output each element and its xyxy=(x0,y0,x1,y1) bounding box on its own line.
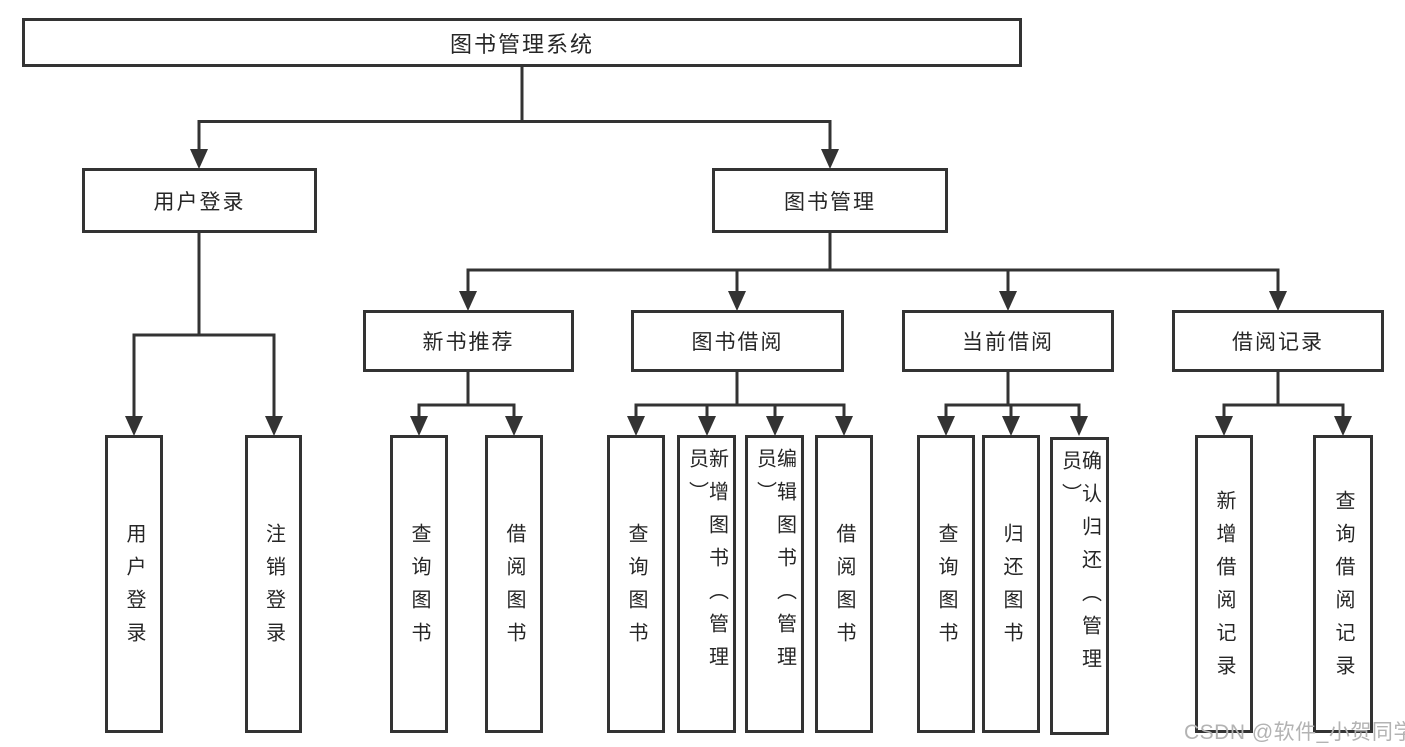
leaf-query-books-current: 查询图书 xyxy=(917,435,975,733)
leaf-confirm-return-admin: 确认归还（管理员） xyxy=(1050,437,1109,735)
leaf-borrow-books-recommend: 借阅图书 xyxy=(485,435,543,733)
node-library-management-system: 图书管理系统 xyxy=(22,18,1022,67)
leaf-add-book-admin: 新增图书（管理员） xyxy=(677,435,736,733)
node-user-login: 用户登录 xyxy=(82,168,317,233)
csdn-watermark: CSDN @软件_小贺同学 xyxy=(1184,721,1405,744)
node-borrow-records: 借阅记录 xyxy=(1172,310,1384,372)
leaf-logout: 注销登录 xyxy=(245,435,302,733)
leaf-query-borrow-record: 查询借阅记录 xyxy=(1313,435,1373,733)
leaf-query-books-borrow: 查询图书 xyxy=(607,435,665,733)
node-book-borrow: 图书借阅 xyxy=(631,310,844,372)
leaf-user-login: 用户登录 xyxy=(105,435,163,733)
leaf-add-borrow-record: 新增借阅记录 xyxy=(1195,435,1253,733)
node-current-borrow: 当前借阅 xyxy=(902,310,1114,372)
node-book-management: 图书管理 xyxy=(712,168,948,233)
leaf-edit-book-admin: 编辑图书（管理员） xyxy=(745,435,804,733)
leaf-borrow-books: 借阅图书 xyxy=(815,435,873,733)
node-new-book-recommend: 新书推荐 xyxy=(363,310,574,372)
leaf-return-books: 归还图书 xyxy=(982,435,1040,733)
leaf-query-books-recommend: 查询图书 xyxy=(390,435,448,733)
